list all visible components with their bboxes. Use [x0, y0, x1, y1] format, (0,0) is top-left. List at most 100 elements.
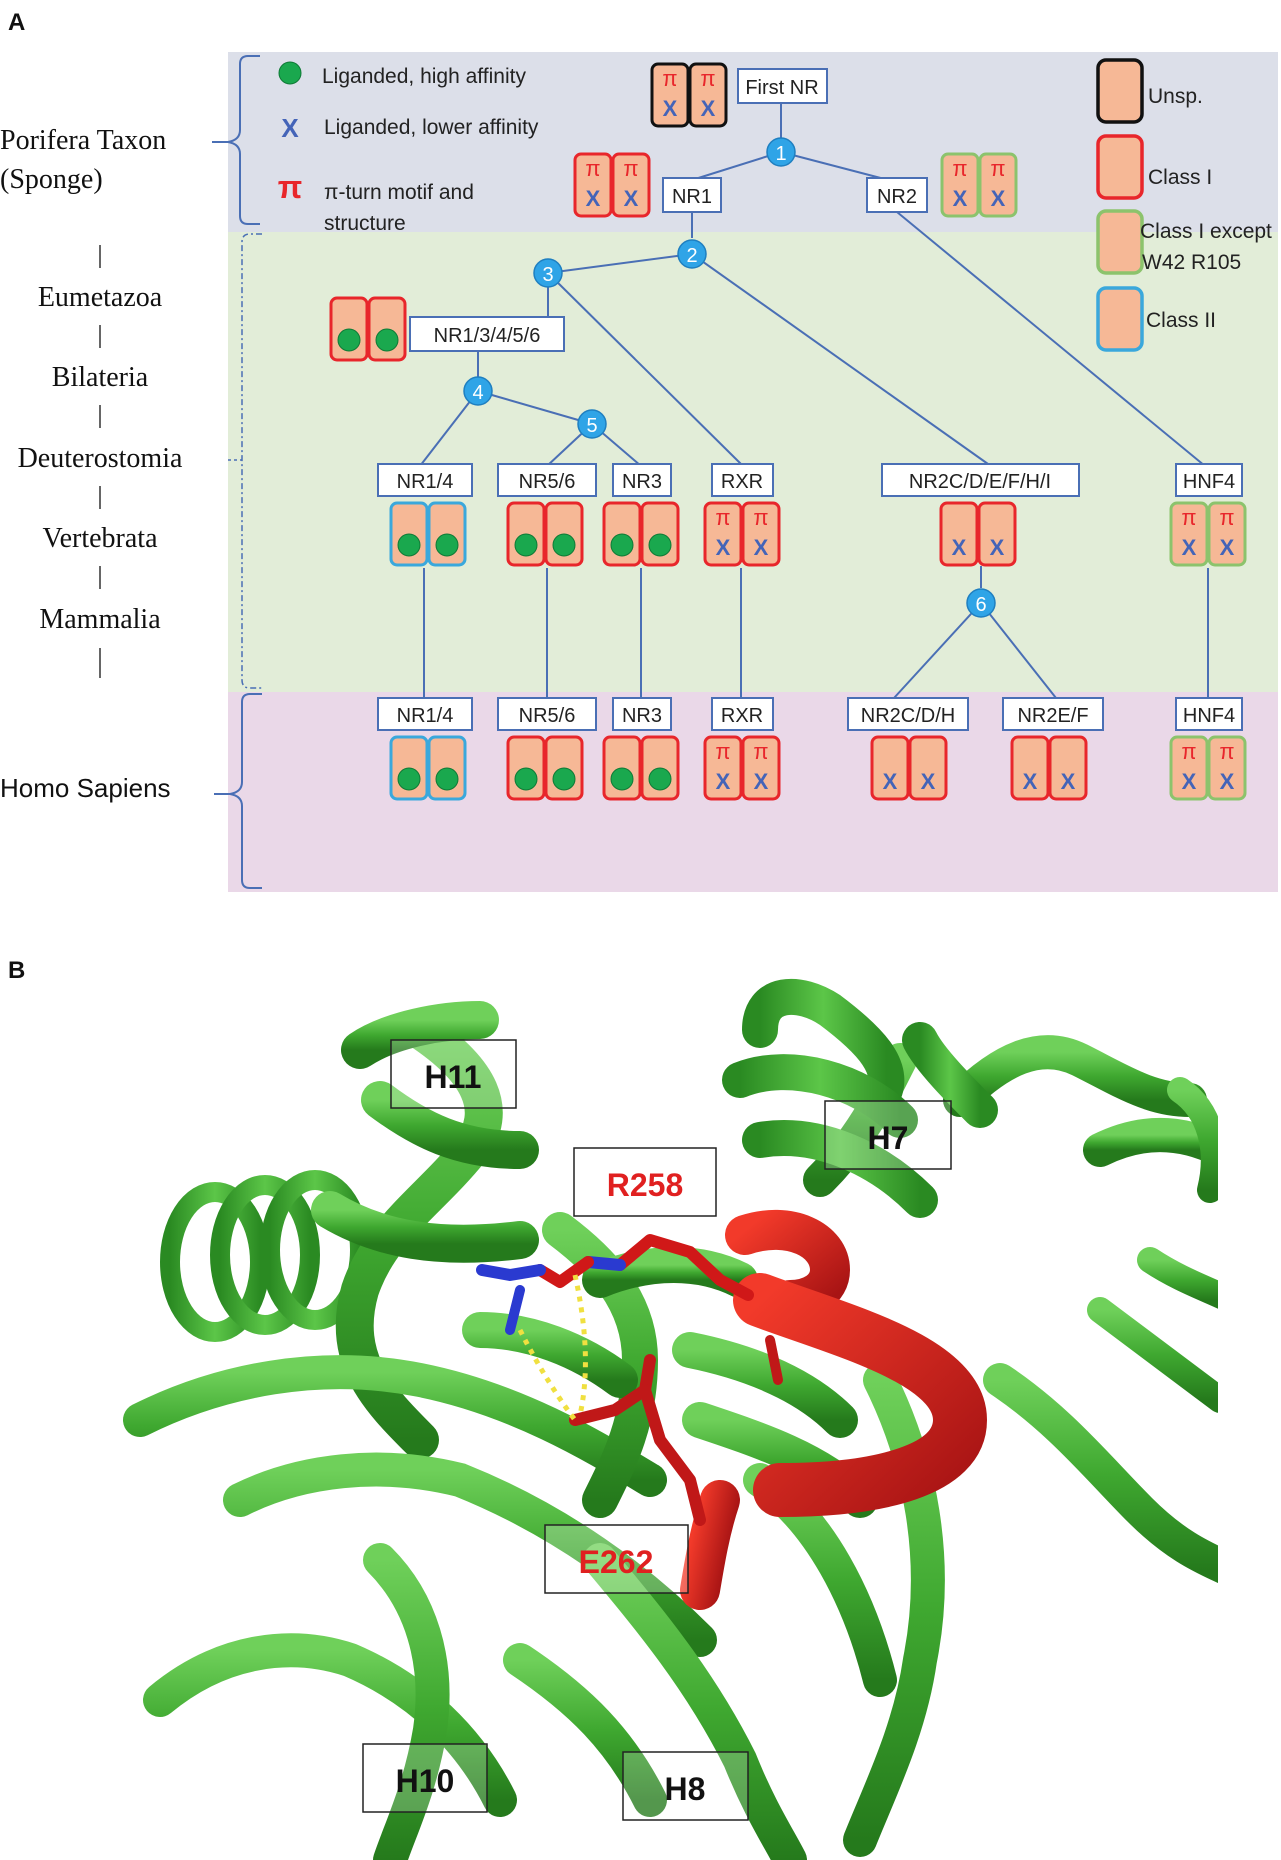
svg-text:3: 3 — [542, 264, 553, 286]
x-icon: X — [883, 769, 898, 794]
branch-point-4: 4 — [463, 376, 493, 406]
pair-nr1-4 — [389, 501, 467, 567]
svg-text:NR1/3/4/5/6: NR1/3/4/5/6 — [434, 325, 541, 347]
x-icon: X — [953, 186, 968, 211]
node-nr5-6-human: NR5/6 — [497, 697, 597, 731]
pi-icon: π — [715, 739, 730, 764]
pi-icon: π — [990, 156, 1005, 181]
pi-icon: π — [662, 66, 677, 91]
x-icon: X — [1182, 535, 1197, 560]
taxon-homo: Homo Sapiens — [0, 773, 171, 803]
node-first-nr: First NR — [737, 68, 828, 104]
pair-nr1-4-human — [389, 735, 467, 801]
legend-green-dot — [278, 61, 302, 85]
tree-lines — [419, 103, 1209, 700]
receptor-box — [1169, 501, 1209, 567]
node-nr2-group: NR2C/D/E/F/H/I — [881, 463, 1080, 497]
ligand-dot-icon — [435, 767, 459, 791]
x-icon: X — [663, 96, 678, 121]
svg-text:4: 4 — [472, 382, 483, 404]
receptor-box — [650, 62, 690, 128]
svg-text:NR1/4: NR1/4 — [397, 705, 454, 727]
node-rxr-human: RXR — [711, 697, 774, 731]
svg-text:6: 6 — [975, 594, 986, 616]
pi-icon: π — [1181, 739, 1196, 764]
receptor-box — [1207, 501, 1247, 567]
node-rxr: RXR — [711, 463, 774, 497]
receptor-box — [573, 152, 613, 218]
taxon-mammalia: Mammalia — [39, 604, 161, 635]
ligand-dot-icon — [552, 533, 576, 557]
label-e262: E262 — [544, 1524, 689, 1594]
node-nr2: NR2 — [866, 177, 928, 213]
ligand-dot-icon — [648, 767, 672, 791]
x-icon: X — [1023, 769, 1038, 794]
label-h8: H8 — [622, 1751, 749, 1821]
x-icon: X — [716, 769, 731, 794]
svg-text:NR2C/D/H: NR2C/D/H — [861, 705, 955, 727]
legend-class1: Class I — [1148, 166, 1212, 189]
legend-class2-box — [1096, 286, 1144, 352]
x-icon: X — [586, 186, 601, 211]
receptor-box — [1048, 735, 1088, 801]
x-icon: X — [701, 96, 716, 121]
branch-point-6: 6 — [966, 588, 996, 618]
x-icon: X — [754, 535, 769, 560]
x-icon: X — [952, 535, 967, 560]
node-nr1-4-human: NR1/4 — [377, 697, 473, 731]
ligand-dot-icon — [397, 533, 421, 557]
legend-pi-icon: π — [278, 169, 303, 205]
x-icon: X — [1220, 769, 1235, 794]
label-h7: H7 — [824, 1100, 952, 1170]
pair-nr1-3-4-5-6 — [329, 296, 407, 362]
svg-text:R258: R258 — [607, 1167, 684, 1203]
pi-icon: π — [700, 66, 715, 91]
x-icon: X — [991, 186, 1006, 211]
receptor-box — [908, 735, 948, 801]
label-h11: H11 — [390, 1039, 517, 1109]
svg-text:E262: E262 — [579, 1544, 654, 1580]
svg-text:H8: H8 — [665, 1771, 706, 1807]
x-icon: X — [754, 769, 769, 794]
svg-text:First NR: First NR — [745, 77, 818, 99]
legend-lower-affinity: Liganded, lower affinity — [324, 116, 539, 139]
node-nr1: NR1 — [662, 177, 722, 213]
pi-icon: π — [753, 505, 768, 530]
panel-b-label: B — [8, 957, 25, 984]
node-nr1-4: NR1/4 — [377, 463, 473, 497]
branch-point-2: 2 — [677, 239, 707, 269]
node-hnf4: HNF4 — [1175, 463, 1243, 497]
x-icon: X — [716, 535, 731, 560]
svg-text:NR5/6: NR5/6 — [519, 705, 576, 727]
receptor-box — [611, 152, 651, 218]
x-icon: X — [1182, 769, 1197, 794]
legend-class2: Class II — [1146, 309, 1216, 332]
pair-nr5-6-human — [506, 735, 584, 801]
svg-text:HNF4: HNF4 — [1183, 705, 1235, 727]
node-nr3-human: NR3 — [612, 697, 672, 731]
receptor-box — [1010, 735, 1050, 801]
node-hnf4-human: HNF4 — [1175, 697, 1243, 731]
x-icon: X — [624, 186, 639, 211]
pair-nr3-human — [602, 735, 680, 801]
branch-point-5: 5 — [577, 409, 607, 439]
ligand-dot-icon — [397, 767, 421, 791]
svg-text:NR3: NR3 — [622, 471, 662, 493]
svg-text:1: 1 — [775, 143, 786, 165]
pi-icon: π — [623, 156, 638, 181]
svg-text:5: 5 — [586, 415, 597, 437]
pi-icon: π — [715, 505, 730, 530]
svg-text:2: 2 — [686, 245, 697, 267]
receptor-box — [1207, 735, 1247, 801]
svg-text:NR2C/D/E/F/H/I: NR2C/D/E/F/H/I — [909, 471, 1051, 493]
svg-text:H7: H7 — [868, 1120, 909, 1156]
ligand-dot-icon — [552, 767, 576, 791]
svg-text:NR2E/F: NR2E/F — [1017, 705, 1088, 727]
